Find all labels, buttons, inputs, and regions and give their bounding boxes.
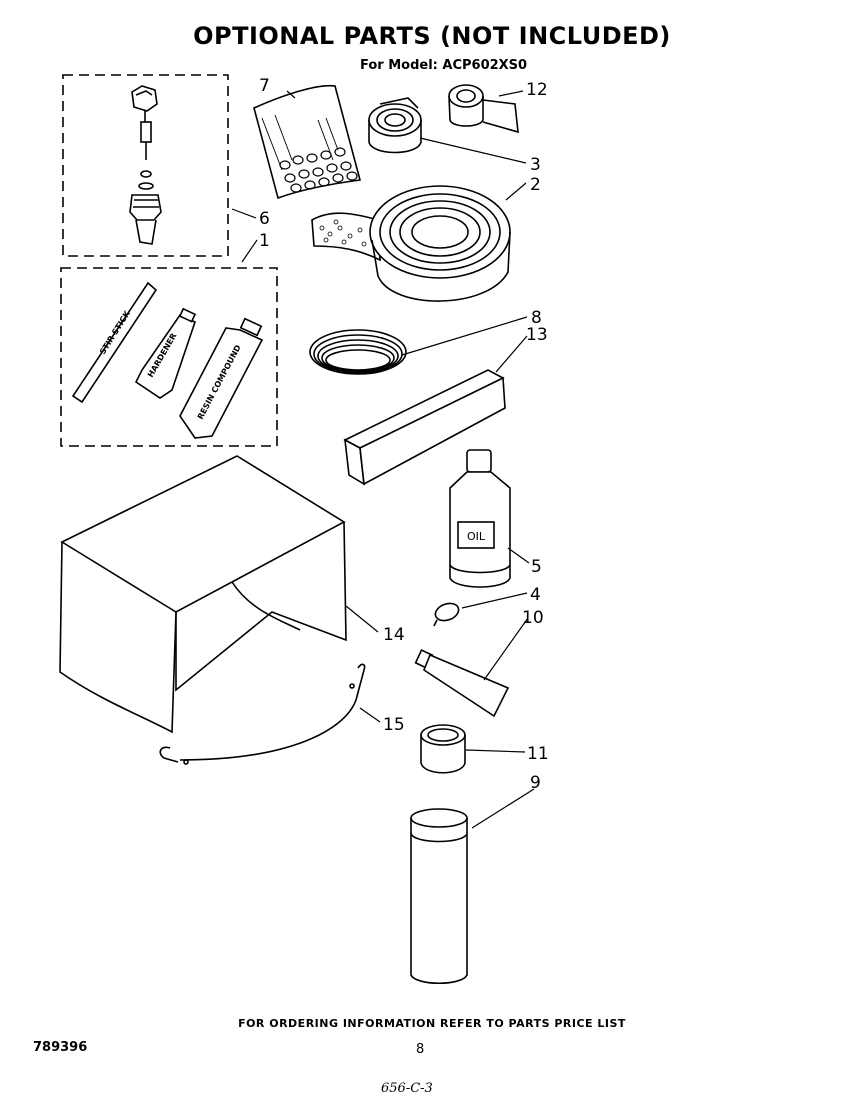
tape-roll-3-part [368,97,422,154]
leader-2 [505,182,527,201]
page-title: OPTIONAL PARTS (NOT INCLUDED) [193,22,671,50]
cover-14-part [59,455,347,734]
callout-2: 2 [530,175,541,195]
callout-9: 9 [530,773,541,793]
leader-7 [286,90,296,99]
callout-8: 8 [531,308,542,328]
leader-15 [359,707,381,723]
oil-bottle-5-part: OIL [449,449,511,588]
leader-3 [419,137,527,164]
aerosol-can-9-part [410,808,468,984]
insulation-tape-roll-2-part [311,185,511,302]
callout-3: 3 [530,155,541,175]
small-tape-roll-12-part [448,84,519,134]
callout-7: 7 [259,76,270,96]
callout-6: 6 [259,209,270,229]
callout-5: 5 [531,557,542,577]
capsule-4-part [433,602,460,627]
leader-5 [507,547,530,564]
document-number: 789396 [33,1040,88,1055]
ordering-info-footer: FOR ORDERING INFORMATION REFER TO PARTS … [238,1017,626,1030]
leader-4 [461,592,528,609]
page-number: 8 [416,1042,425,1057]
wire-coil-8-part [309,329,407,375]
model-subtitle: For Model: ACP602XS0 [360,58,528,73]
sealant-can-11-part [420,724,466,774]
callout-10: 10 [522,608,544,628]
leader-12 [498,90,524,97]
leader-10 [483,617,529,681]
callout-12: 12 [526,80,548,100]
bungee-cord-15-part [159,663,366,765]
leader-1 [241,239,258,263]
callout-4: 4 [530,585,541,605]
leader-14 [345,605,379,633]
small-tube-10-part [414,649,510,718]
leader-6 [231,208,257,219]
callout-14: 14 [383,625,405,645]
callout-11: 11 [527,744,549,764]
leader-8 [401,316,528,356]
valve-fitting-part [129,85,162,245]
oring-bag-part [253,84,362,200]
group-box-6 [62,74,229,257]
leader-9 [471,788,535,829]
resin-compound-tube-part: RESIN COMPOUND [179,317,264,439]
group-box-1 [60,267,278,447]
oil-label: OIL [467,530,486,543]
callout-15: 15 [383,715,405,735]
leader-11 [465,749,526,753]
foam-block-13-part [343,369,506,486]
hardener-tube-part: HARDENER [134,307,197,399]
handwritten-note: 656-C-3 [381,1081,433,1096]
leader-13 [495,335,528,373]
callout-1: 1 [259,231,270,251]
callout-13: 13 [526,325,548,345]
